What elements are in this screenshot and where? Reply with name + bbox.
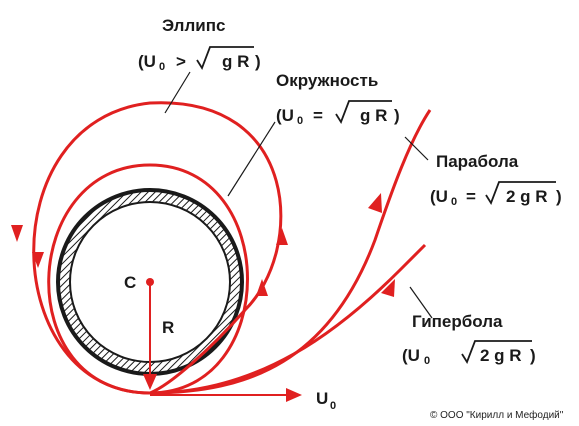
circle-leader	[227, 121, 276, 197]
ellipse-title: Эллипс	[162, 16, 225, 35]
svg-text:g R: g R	[222, 52, 249, 71]
svg-text:U: U	[316, 389, 328, 408]
svg-text:=: =	[466, 187, 476, 206]
svg-text:): )	[255, 52, 261, 71]
circle-title: Окружность	[276, 71, 378, 90]
ellipse-orbit	[32, 101, 283, 395]
velocity-arrow	[286, 388, 302, 402]
ellipse-arrow	[11, 225, 23, 242]
parabola-title: Парабола	[436, 152, 519, 171]
parabola-arrow	[368, 193, 382, 213]
svg-text:(U: (U	[138, 52, 156, 71]
svg-text:0: 0	[330, 400, 336, 412]
svg-text:(U: (U	[430, 187, 448, 206]
ellipse-leader	[164, 71, 191, 114]
svg-text:(U: (U	[402, 346, 420, 365]
radius-arrow	[143, 374, 157, 390]
radius-label: R	[162, 318, 174, 337]
svg-text:0: 0	[297, 115, 303, 127]
circle-formula: (U 0 = g R )	[276, 100, 400, 127]
svg-text:>: >	[176, 52, 186, 71]
velocity-label: U 0	[316, 389, 336, 412]
circle-orbit	[47, 163, 249, 395]
copyright-notice: © ООО "Кирилл и Мефодий"	[430, 409, 564, 421]
ellipse-formula: (U 0 > g R )	[138, 46, 261, 73]
svg-text:0: 0	[159, 61, 165, 73]
circle-arrow	[32, 252, 44, 268]
svg-text:0: 0	[424, 355, 430, 367]
svg-text:=: =	[313, 106, 323, 125]
ellipse-arrow-right	[276, 228, 288, 245]
circle-arrow-right	[256, 279, 268, 296]
svg-text:): )	[530, 346, 536, 365]
hyperbola-leader	[409, 286, 433, 319]
svg-text:): )	[556, 187, 562, 206]
svg-text:2 g R: 2 g R	[506, 187, 548, 206]
svg-text:0: 0	[451, 196, 457, 208]
center-label: C	[124, 273, 136, 292]
svg-text:g R: g R	[360, 106, 387, 125]
hyperbola-title: Гипербола	[412, 312, 503, 331]
hyperbola-trajectory	[149, 243, 427, 395]
hyperbola-formula: (U 0 2 g R )	[402, 340, 536, 367]
hyperbola-arrow	[381, 279, 395, 297]
svg-text:2 g R: 2 g R	[480, 346, 522, 365]
svg-text:(U: (U	[276, 106, 294, 125]
parabola-trajectory	[149, 109, 432, 395]
svg-text:): )	[394, 106, 400, 125]
parabola-leader	[404, 136, 429, 161]
parabola-formula: (U 0 = 2 g R )	[430, 181, 562, 208]
